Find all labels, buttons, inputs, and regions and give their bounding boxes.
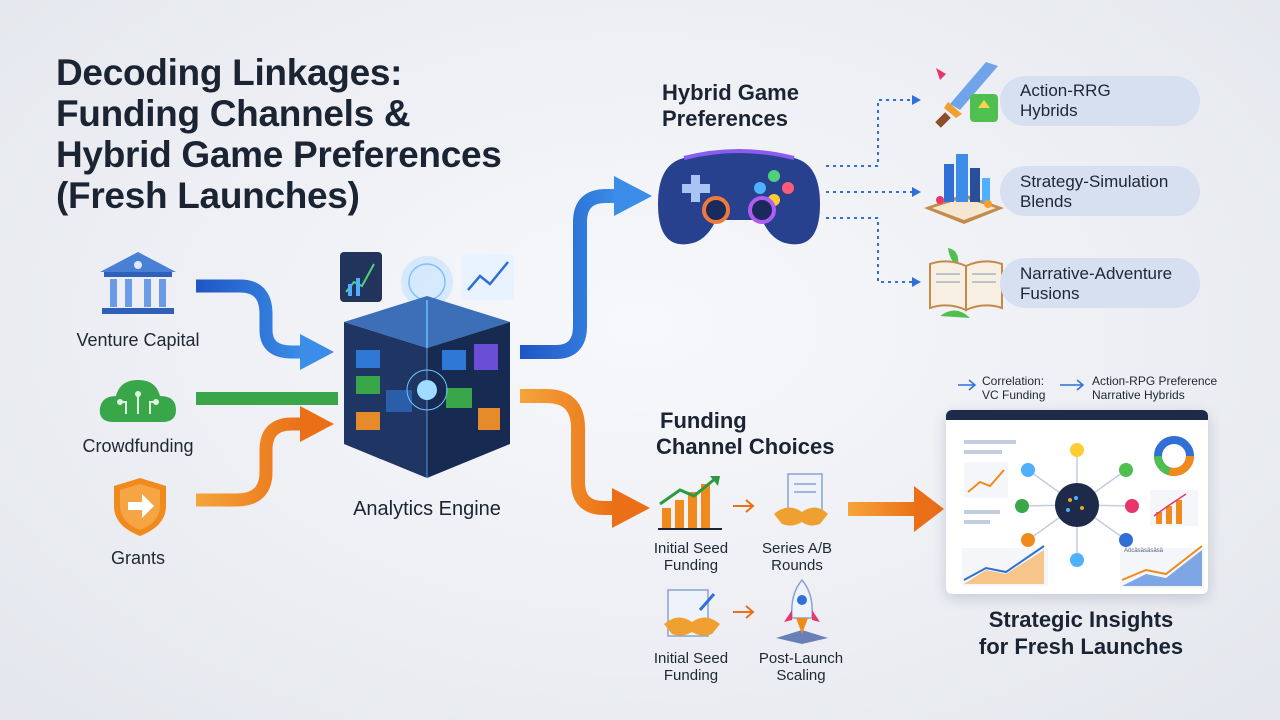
chess-city-icon xyxy=(922,150,1006,228)
bank-icon xyxy=(96,248,180,320)
growth-chart-icon xyxy=(656,474,724,532)
hybrid-title-line-1: Hybrid Game xyxy=(662,80,799,105)
crowdfunding-flow-bar xyxy=(196,392,338,405)
source-label-venture-capital: Venture Capital xyxy=(76,330,200,350)
handshake-icon xyxy=(660,584,724,644)
dotted-connector-3 xyxy=(826,217,912,283)
insights-line-2: for Fresh Launches xyxy=(978,634,1184,659)
engine-label: Analytics Engine xyxy=(353,498,501,520)
dashboard-illustration xyxy=(962,436,1204,588)
narrative-line-2: Fusions xyxy=(1020,284,1080,303)
sword-icon xyxy=(926,58,1004,136)
gamepad-icon xyxy=(654,144,824,254)
funding-step-2-line-1: Series A/B xyxy=(761,540,833,557)
funding-step-4-line-1: Post-Launch xyxy=(758,650,844,667)
rocket-icon xyxy=(772,578,832,644)
funding-step-3-label: Initial Seed Funding xyxy=(636,650,746,684)
hybrid-arrowhead xyxy=(614,176,652,216)
correlation-line-1: Correlation: xyxy=(982,374,1045,388)
page-title: Decoding Linkages: Funding Channels & Hy… xyxy=(56,52,502,216)
funding-step-3-line-1: Initial Seed xyxy=(653,650,729,667)
step-arrow-2 xyxy=(733,605,755,619)
shield-arrow-icon xyxy=(112,476,168,538)
dashboard-text-lines xyxy=(964,440,1016,524)
open-book-icon xyxy=(926,244,1006,324)
action-rpg-line-1: Action-RRG xyxy=(1020,81,1111,100)
insights-title: Strategic Insights for Fresh Launches xyxy=(946,606,1216,660)
title-line-2: Funding Channels & xyxy=(56,93,411,134)
title-line-1: Decoding Linkages: xyxy=(56,52,403,93)
hybrid-section-title: Hybrid Game Preferences xyxy=(662,80,799,132)
correlation-line-3: Actioп-RPG Preference xyxy=(1092,374,1218,388)
hybrid-pill-narrative-adventure: Narrative-Adventure Fusions xyxy=(1000,258,1200,308)
dashboard-caption: Äöcäsäsäsäsä xyxy=(1124,548,1164,554)
step-arrow-1 xyxy=(733,499,755,513)
funding-step-4-line-2: Scaling xyxy=(776,667,826,684)
grants-arrowhead xyxy=(300,406,334,442)
insights-arrow-shaft xyxy=(848,502,918,516)
correlation-line-2: VC Funding xyxy=(982,388,1046,402)
insights-dashboard: Äöcäsäsäsäsä xyxy=(946,410,1208,594)
funding-step-2-label: Series A/B Rounds xyxy=(742,540,852,574)
vc-arrowhead xyxy=(300,334,334,370)
funding-step-4-label: Post-Launch Scaling xyxy=(746,650,856,684)
dotted-arrowhead-1 xyxy=(912,95,921,105)
engine-to-funding-arrow xyxy=(520,389,616,515)
funding-step-3-line-2: Funding xyxy=(663,667,719,684)
funding-step-2-line-2: Rounds xyxy=(771,557,823,574)
handshake-document-icon xyxy=(768,472,834,534)
funding-section-title: Funding Channel Choices xyxy=(656,408,834,460)
funding-arrowhead xyxy=(612,488,650,528)
action-rpg-line-2: Hybrids xyxy=(1020,101,1078,120)
funding-title-line-2: Channel Choices xyxy=(656,434,835,459)
hybrid-pill-strategy-simulation: Strategy-Simulation Blends xyxy=(1000,166,1200,216)
funding-step-1-line-2: Funding xyxy=(663,557,719,574)
title-line-3: Hybrid Game Preferences xyxy=(56,134,502,175)
correlation-note-left: Correlation: VC Funding xyxy=(982,374,1045,402)
strategy-line-2: Blends xyxy=(1020,192,1072,211)
correlation-arrow-2 xyxy=(1060,379,1085,391)
correlation-arrow-1 xyxy=(958,379,977,391)
strategy-line-1: Strategy-Simulation xyxy=(1020,172,1169,191)
grants-flow-arrow xyxy=(196,417,304,507)
insights-line-1: Strategic Insights xyxy=(988,607,1174,632)
source-label-grants: Grants xyxy=(110,548,166,568)
narrative-line-1: Narrative-Adventure xyxy=(1020,264,1173,283)
data-cube-icon xyxy=(322,240,532,490)
dotted-arrowhead-3 xyxy=(912,277,921,287)
insights-arrowhead xyxy=(914,486,944,532)
source-label-crowdfunding: Crowdfunding xyxy=(82,436,194,456)
vc-flow-arrow xyxy=(196,279,304,359)
funding-step-1-label: Initial Seed Funding xyxy=(636,540,746,574)
dashboard-titlebar xyxy=(946,410,1208,420)
title-line-4: (Fresh Launches) xyxy=(56,175,360,216)
correlation-note-right: Actioп-RPG Preference Narrative Hybrids xyxy=(1092,374,1217,402)
dotted-arrowhead-2 xyxy=(912,187,921,197)
dotted-connector-1 xyxy=(826,99,912,167)
engine-to-hybrid-arrow xyxy=(520,189,618,359)
correlation-line-4: Narrative Hybrids xyxy=(1092,388,1185,402)
hybrid-pill-action-rpg: Action-RRG Hybrids xyxy=(1000,76,1200,126)
funding-title-line-1: Funding xyxy=(660,408,747,433)
funding-step-1-line-1: Initial Seed xyxy=(653,540,729,557)
hybrid-title-line-2: Preferences xyxy=(662,106,788,131)
cloud-network-icon xyxy=(96,372,180,430)
dashboard-donut-chart xyxy=(1154,436,1194,476)
